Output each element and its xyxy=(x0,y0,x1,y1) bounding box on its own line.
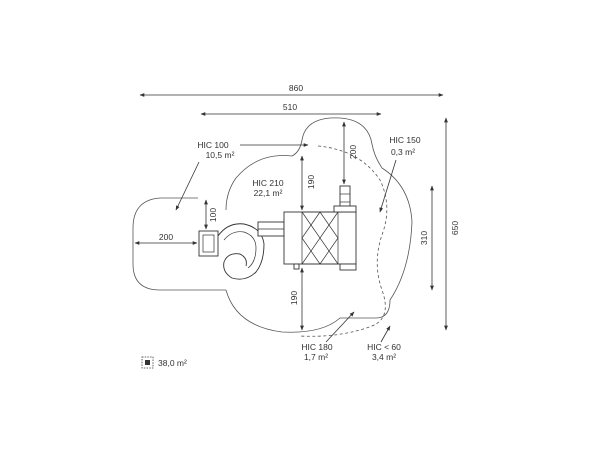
slide-entry-inner xyxy=(202,234,215,253)
legend: 38,0 m² xyxy=(141,356,187,369)
label-left-depth: 200 xyxy=(159,232,173,242)
label-side-depth: 190 xyxy=(306,175,316,189)
leader-hic100 xyxy=(175,161,200,211)
label-top-depth: 200 xyxy=(348,145,358,159)
label-hic60: HIC < 60 xyxy=(367,342,401,352)
label-hic100: HIC 100 xyxy=(197,140,228,150)
legend-total-area: 38,0 m² xyxy=(158,358,187,368)
label-overall-width: 860 xyxy=(289,83,303,93)
label-hic150-area: 0,3 m² xyxy=(391,147,415,157)
top-bar xyxy=(333,205,357,213)
label-zone-height: 310 xyxy=(419,231,429,245)
label-bottom-depth: 190 xyxy=(289,291,299,305)
zone-main xyxy=(225,117,413,333)
label-hic180: HIC 180 xyxy=(301,342,332,352)
label-hic180-area: 1,7 m² xyxy=(304,352,328,362)
playground-equipment xyxy=(198,185,357,280)
label-overall-height: 650 xyxy=(450,221,460,235)
fall-zone-dashed xyxy=(299,145,388,337)
leader-hic60 xyxy=(380,325,391,343)
spiral-slide-inner xyxy=(223,231,257,269)
label-hic210-area: 22,1 m² xyxy=(254,188,283,198)
label-hic100-area: 10,5 m² xyxy=(206,150,235,160)
slide-entry-box xyxy=(198,230,219,257)
leader-lines xyxy=(175,143,397,343)
safety-zone-outline xyxy=(132,117,413,333)
label-hic150: HIC 150 xyxy=(389,135,420,145)
leader-hic180 xyxy=(325,311,355,343)
dimension-lines xyxy=(134,93,448,331)
bottom-step xyxy=(339,263,357,271)
label-hic60-area: 3,4 m² xyxy=(372,352,396,362)
leader-hic150 xyxy=(379,159,397,213)
label-inner-width: 510 xyxy=(283,102,297,112)
post-bottom-left xyxy=(293,263,300,270)
label-slide-width: 100 xyxy=(208,208,218,222)
zone-left-lobe xyxy=(132,197,226,291)
label-hic210: HIC 210 xyxy=(252,178,283,188)
area-icon xyxy=(141,356,154,369)
spiral-slide xyxy=(217,223,265,280)
